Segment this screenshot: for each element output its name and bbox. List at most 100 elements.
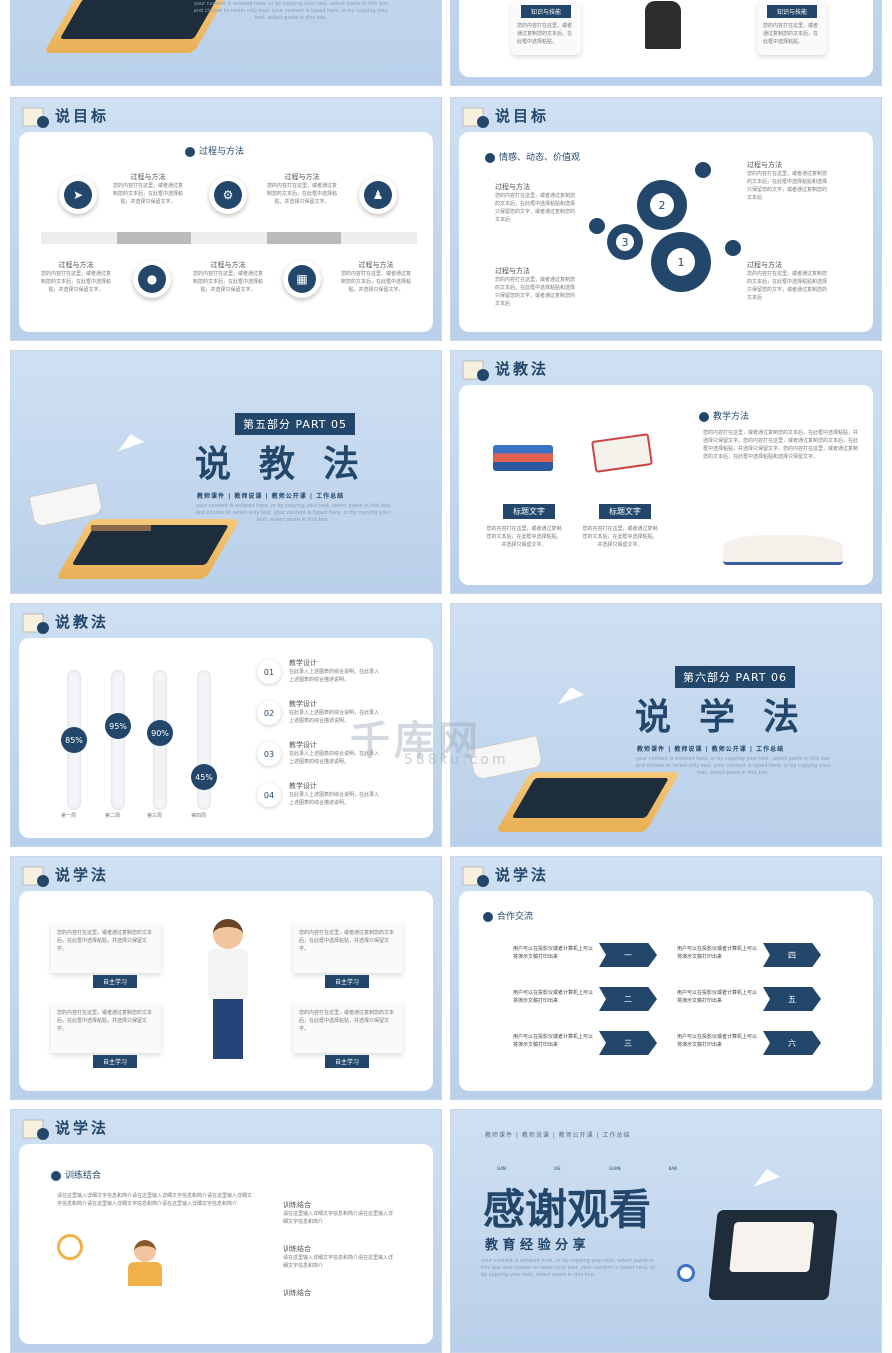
slide-learning-cooperation: 说学法 合作交流 用户可以在投影仪或者计算机上可以将演示文稿打印出来一用户可以在… xyxy=(450,856,882,1100)
flying-book-illustration xyxy=(723,535,843,565)
scroll-icon xyxy=(459,861,491,889)
filler-text: your content is entered here, or by copy… xyxy=(193,1,389,21)
watermark-url: 588ku.com xyxy=(404,752,509,768)
watermark-logo: 千库网 xyxy=(350,718,482,764)
gear-2: 2 xyxy=(637,180,687,230)
bar-label: 第四周 xyxy=(191,813,207,819)
section-heading: 合作交流 xyxy=(483,909,533,922)
settings-circle: ⚙ xyxy=(209,176,247,214)
filler-text: your content is entered here, or by copy… xyxy=(481,1258,656,1278)
slide-learning-training: 说学法 训练结合 请在这里输入详细文字信息和简介请在这里输入详细文字信息和简介请… xyxy=(10,1109,442,1353)
coop-text: 用户可以在投影仪或者计算机上可以将演示文稿打印出来 xyxy=(677,1034,758,1048)
step-text: 在此录入上述图表的综合说明，在此录入上述图表的综合描述说明。 xyxy=(289,792,380,806)
bar-percent: 95% xyxy=(105,713,131,739)
text-box-tr: 您的内容打在这里，或者通过复制您的文本后，在此框中选择粘贴，并选择只保留文字。 xyxy=(293,923,403,973)
books-stack-illustration xyxy=(493,445,553,471)
step-text: 在此录入上述图表的综合说明，在此录入上述图表的综合描述说明。 xyxy=(289,710,380,724)
person-illustration xyxy=(645,1,681,49)
scroll-icon xyxy=(19,1114,51,1142)
step-number: 03 xyxy=(257,742,281,766)
paper-plane-icon xyxy=(113,430,145,452)
slide-title: 说教法 xyxy=(495,360,550,378)
slide-goals-process: 说目标 过程与方法 ➤ 过程与方法 您的内容打在这里，或者通过复制您的文本后，在… xyxy=(10,97,442,341)
section-nav: 教师课件 | 教师说课 | 教师公开课 | 工作总结 xyxy=(637,746,785,753)
coop-step-l-1: 二 xyxy=(599,987,657,1011)
coop-step-r-0: 四 xyxy=(763,943,821,967)
step-title: 教学设计 xyxy=(289,782,317,790)
scroll-icon xyxy=(19,861,51,889)
slide-title: 说学法 xyxy=(55,1119,110,1137)
slide-part5-title: 第五部分 PART 05 说教法 教师课件 | 教师说课 | 教师公开课 | 工… xyxy=(10,350,442,594)
scroll-icon xyxy=(459,355,491,383)
big-title: 说学法 xyxy=(635,697,828,738)
phone-illustration xyxy=(495,772,681,832)
send-circle: ➤ xyxy=(59,176,97,214)
slide-learning-self: 说学法 您的内容打在这里，或者通过复制您的文本后，在此框中选择粘贴，并选择只保留… xyxy=(10,856,442,1100)
coop-step-l-2: 三 xyxy=(599,1031,657,1055)
student-illustration xyxy=(125,1240,165,1290)
bar-label: 第二周 xyxy=(105,813,121,819)
section-heading: 教学方法 xyxy=(699,409,749,422)
bar-track xyxy=(111,670,125,810)
scroll-icon xyxy=(19,102,51,130)
user-circle: ♟ xyxy=(359,176,397,214)
coop-step-r-1: 五 xyxy=(763,987,821,1011)
grid-icon: ▦ xyxy=(288,265,316,293)
step-number: 04 xyxy=(257,783,281,807)
filler-text: your content is entered here, or by copy… xyxy=(635,756,831,776)
section-heading: 情感、动态、价值观 xyxy=(485,150,580,163)
scroll-icon xyxy=(19,608,51,636)
knowledge-box-left: 知识与技能 您的内容打在这里，或者通过复制您的文本后，在此框中选择粘贴。 xyxy=(511,1,581,55)
slide-partial-top-left: your content is entered here, or by copy… xyxy=(10,0,442,86)
thanks-title: 感谢观看 xyxy=(483,1185,652,1234)
gear-icon: ⚙ xyxy=(214,181,242,209)
coop-step-r-2: 六 xyxy=(763,1031,821,1055)
search-icon xyxy=(725,240,741,256)
slide-title: 说学法 xyxy=(55,866,110,884)
step-number: 01 xyxy=(257,660,281,684)
section-nav: 教师课件 | 教师说课 | 教师公开课 | 工作总结 xyxy=(485,1132,631,1139)
slide-title: 说教法 xyxy=(55,613,110,631)
slide-title: 说目标 xyxy=(55,107,110,125)
step-title: 教学设计 xyxy=(289,741,317,749)
slide-goals-values: 说目标 情感、动态、价值观 过程与方法您的内容打在这里，或者通过复制您的文本后，… xyxy=(450,97,882,341)
step-text: 在此录入上述图表的综合说明，在此录入上述图表的综合描述说明。 xyxy=(289,751,380,765)
step-text: 在此录入上述图表的综合说明，在此录入上述图表的综合描述说明。 xyxy=(289,669,380,683)
thanks-subtitle: 教 育 经 验 分 享 xyxy=(485,1238,586,1253)
grid-circle: ▦ xyxy=(283,260,321,298)
paper-plane-icon xyxy=(749,1165,781,1187)
gear-3: 3 xyxy=(607,224,643,260)
section-nav: 教师课件 | 教师说课 | 教师公开课 | 工作总结 xyxy=(197,493,345,500)
slide-part6-title: 第六部分 PART 06 说学法 教师课件 | 教师说课 | 教师公开课 | 工… xyxy=(450,603,882,847)
bar-percent: 90% xyxy=(147,720,173,746)
gear-1: 1 xyxy=(651,232,711,292)
bar-percent: 45% xyxy=(191,764,217,790)
title-tag-1: 标题文字 xyxy=(503,504,555,519)
coop-text: 用户可以在投影仪或者计算机上可以将演示文稿打印出来 xyxy=(513,1034,594,1048)
knowledge-box-right: 知识与技能 您的内容打在这里，或者通过复制您的文本后，在此框中选择粘贴。 xyxy=(757,1,827,55)
laptop-illustration xyxy=(708,1210,838,1300)
step-title: 教学设计 xyxy=(289,659,317,667)
step-title: 教学设计 xyxy=(289,700,317,708)
text-box-bl: 您的内容打在这里，或者通过复制您的文本后，在此框中选择粘贴，并选择只保留文字。 xyxy=(51,1003,161,1053)
part-label: 第六部分 PART 06 xyxy=(675,666,796,688)
chat-icon: ● xyxy=(138,265,166,293)
clock-icon xyxy=(57,1234,83,1260)
section-heading: 训练结合 xyxy=(51,1168,101,1181)
slide-teaching-methods: 说教法 标题文字 标题文字 您的内容打在这里，或者通过复制您的文本后，在此框中选… xyxy=(450,350,882,594)
open-book-illustration xyxy=(591,433,653,473)
chat-circle: ● xyxy=(133,260,171,298)
filler-text: your content is entered here, or by copy… xyxy=(195,503,391,523)
coop-text: 用户可以在投影仪或者计算机上可以将演示文稿打印出来 xyxy=(677,946,758,960)
part-label: 第五部分 PART 05 xyxy=(235,413,356,435)
slide-title: 说目标 xyxy=(495,107,550,125)
slide-title: 说学法 xyxy=(495,866,550,884)
progress-strip xyxy=(41,232,417,244)
slide-partial-top-right: 知识与技能 您的内容打在这里，或者通过复制您的文本后，在此框中选择粘贴。 知识与… xyxy=(450,0,882,86)
scroll-icon xyxy=(459,102,491,130)
paper-plane-icon: ➤ xyxy=(64,181,92,209)
bar-percent: 85% xyxy=(61,727,87,753)
